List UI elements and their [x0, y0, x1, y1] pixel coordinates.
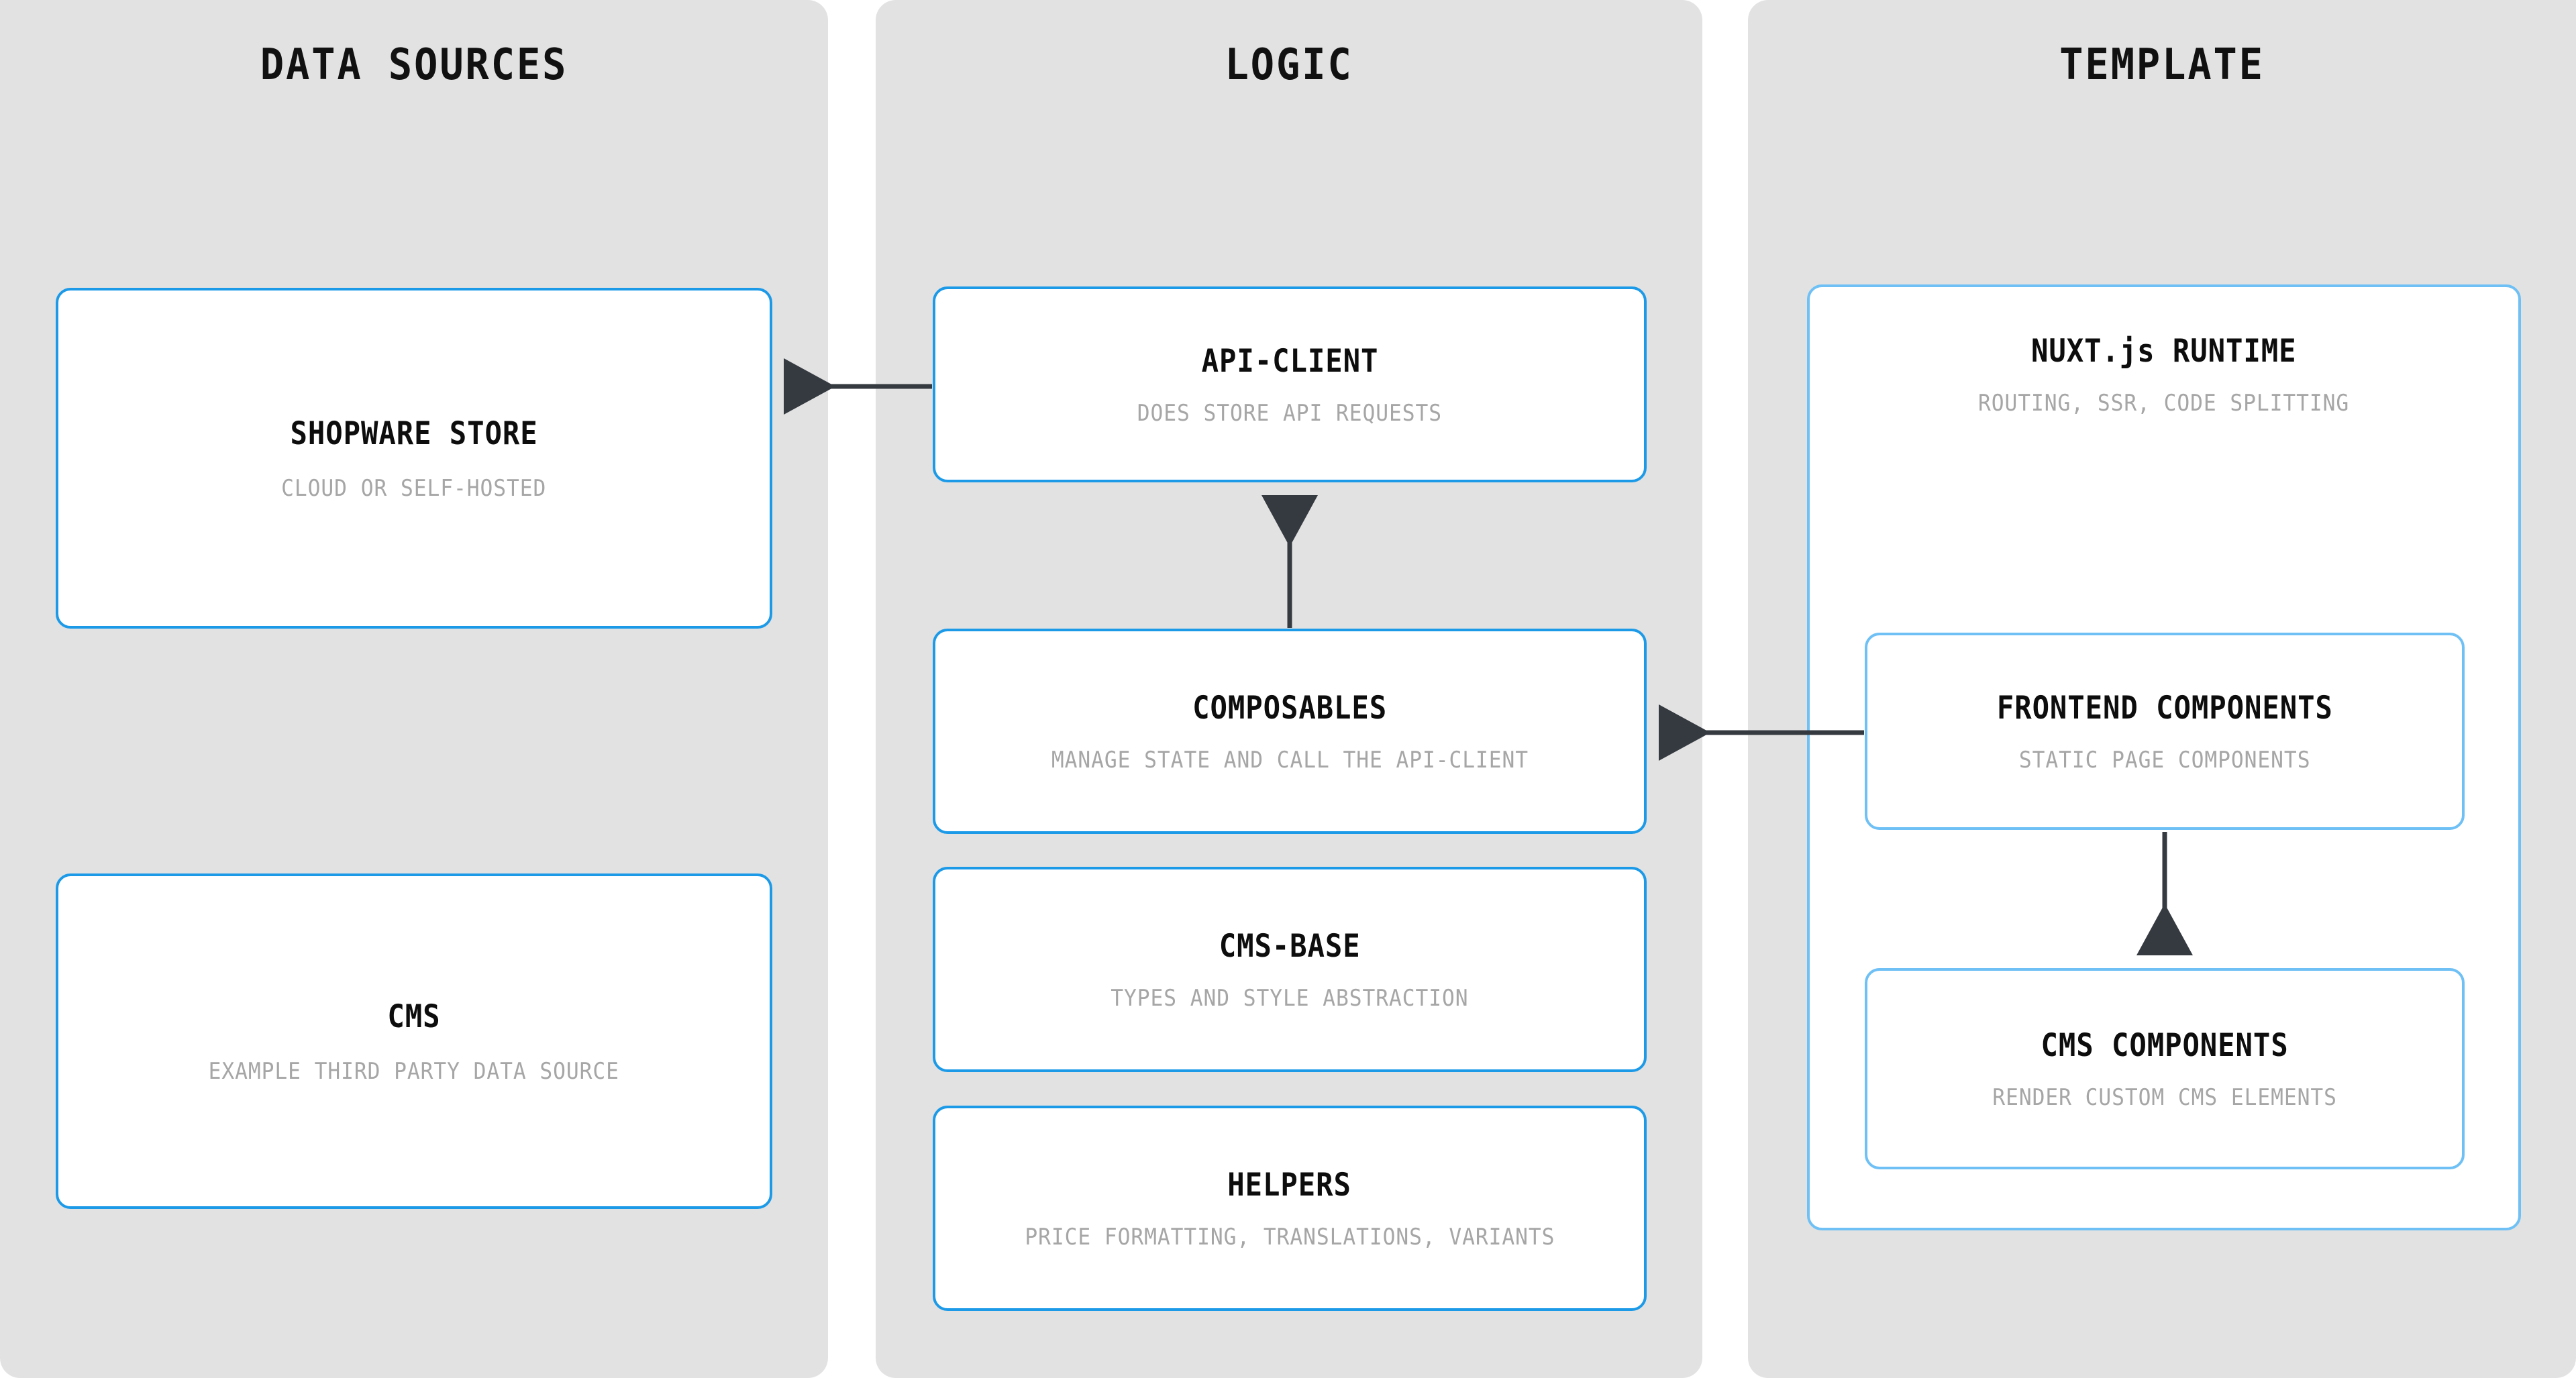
node-title-nuxt-runtime: NUXT.js RUNTIME: [2031, 333, 2297, 370]
node-subtitle-cms-base: TYPES AND STYLE ABSTRACTION: [1111, 984, 1469, 1012]
node-subtitle-nuxt-runtime: ROUTING, SSR, CODE SPLITTING: [1978, 390, 2350, 417]
node-subtitle-cms: EXAMPLE THIRD PARTY DATA SOURCE: [208, 1057, 620, 1085]
node-frontend-components[interactable]: FRONTEND COMPONENTS STATIC PAGE COMPONEN…: [1865, 633, 2465, 830]
node-composables[interactable]: COMPOSABLES MANAGE STATE AND CALL THE AP…: [933, 629, 1647, 834]
node-cms-components[interactable]: CMS COMPONENTS RENDER CUSTOM CMS ELEMENT…: [1865, 968, 2465, 1169]
node-helpers[interactable]: HELPERS PRICE FORMATTING, TRANSLATIONS, …: [933, 1106, 1647, 1311]
node-title-helpers: HELPERS: [1227, 1166, 1352, 1204]
node-cms[interactable]: CMS EXAMPLE THIRD PARTY DATA SOURCE: [56, 873, 772, 1209]
node-title-api-client: API-CLIENT: [1201, 342, 1378, 380]
node-title-composables: COMPOSABLES: [1192, 689, 1388, 727]
node-subtitle-shopware-store: CLOUD OR SELF-HOSTED: [281, 474, 547, 502]
node-subtitle-composables: MANAGE STATE AND CALL THE API-CLIENT: [1051, 746, 1529, 774]
node-title-cms-components: CMS COMPONENTS: [2041, 1026, 2289, 1064]
node-shopware-store[interactable]: SHOPWARE STORE CLOUD OR SELF-HOSTED: [56, 288, 772, 629]
node-title-cms: CMS: [387, 998, 441, 1035]
node-subtitle-api-client: DOES STORE API REQUESTS: [1137, 399, 1443, 427]
node-subtitle-cms-components: RENDER CUSTOM CMS ELEMENTS: [1992, 1083, 2337, 1111]
node-subtitle-frontend-components: STATIC PAGE COMPONENTS: [2018, 746, 2311, 774]
node-title-shopware-store: SHOPWARE STORE: [290, 415, 538, 452]
column-title-data-sources: DATA SOURCES: [260, 40, 568, 90]
node-subtitle-helpers: PRICE FORMATTING, TRANSLATIONS, VARIANTS: [1024, 1223, 1555, 1251]
node-title-cms-base: CMS-BASE: [1219, 927, 1361, 965]
node-api-client[interactable]: API-CLIENT DOES STORE API REQUESTS: [933, 286, 1647, 482]
column-title-template: TEMPLATE: [2059, 40, 2265, 90]
node-title-frontend-components: FRONTEND COMPONENTS: [1996, 689, 2333, 727]
column-title-logic: LOGIC: [1225, 40, 1353, 90]
node-cms-base[interactable]: CMS-BASE TYPES AND STYLE ABSTRACTION: [933, 867, 1647, 1072]
